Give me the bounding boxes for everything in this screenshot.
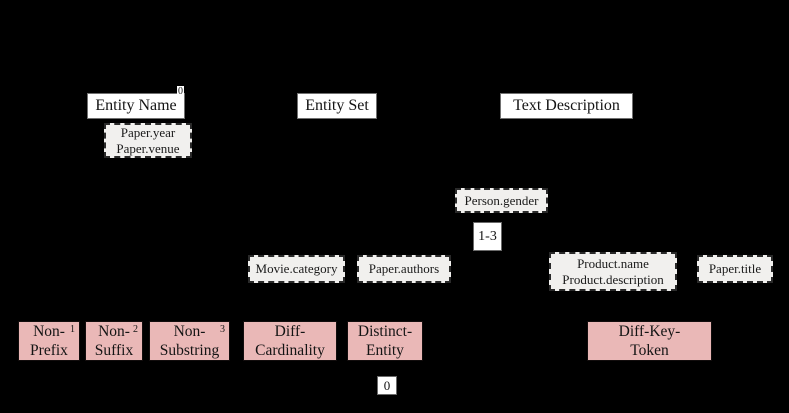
node-entity-name-superscript: 0	[177, 86, 184, 97]
category-superscript: 1	[70, 324, 75, 335]
example-product-name-description: Product.name Product.description	[549, 252, 677, 291]
node-range-1-3: 1-3	[473, 222, 502, 251]
category-line: Entity	[366, 342, 404, 359]
example-paper-authors: Paper.authors	[357, 255, 451, 283]
example-line: Paper.authors	[368, 261, 440, 277]
example-movie-category: Movie.category	[248, 255, 345, 283]
category-non-suffix: Non- Suffix 2	[85, 321, 143, 361]
example-paper-year-venue: Paper.year Paper.venue	[104, 123, 192, 158]
node-entity-name: Entity Name 0	[87, 86, 185, 119]
example-line: Product.name	[577, 256, 649, 271]
category-line: Non-	[33, 323, 65, 340]
category-non-substring: Non- Substring 3	[149, 321, 230, 361]
node-entity-set-label: Entity Set	[305, 97, 369, 114]
category-line: Suffix	[94, 342, 134, 359]
category-diff-key-token: Diff-Key- Token	[587, 321, 712, 361]
node-text-description-label: Text Description	[513, 97, 620, 114]
node-range-1-3-label: 1-3	[478, 228, 497, 244]
node-text-description: Text Description	[500, 93, 633, 119]
example-line: Product.description	[562, 271, 664, 287]
example-line: Paper.title	[708, 261, 762, 277]
category-line: Non-	[173, 323, 206, 340]
node-zero: 0	[377, 376, 397, 395]
category-superscript: 3	[220, 324, 225, 335]
node-entity-name-label: Entity Name	[95, 97, 177, 114]
category-line: Token	[630, 342, 669, 359]
category-diff-cardinality: Diff- Cardinality	[243, 321, 337, 361]
example-line: Paper.year	[120, 125, 176, 140]
category-line: Substring	[159, 342, 220, 359]
example-line: Paper.venue	[116, 140, 180, 156]
example-line: Movie.category	[255, 261, 338, 277]
node-entity-set: Entity Set	[297, 93, 377, 119]
category-line: Cardinality	[255, 342, 325, 359]
example-line: Person.gender	[464, 192, 539, 208]
category-line: Diff-	[274, 323, 306, 340]
node-zero-label: 0	[383, 377, 391, 393]
category-line: Non-	[98, 323, 130, 340]
category-superscript: 2	[133, 324, 138, 335]
category-line: Prefix	[30, 342, 68, 359]
category-non-prefix: Non- Prefix 1	[18, 321, 80, 361]
example-person-gender: Person.gender	[455, 188, 548, 213]
category-line: Distinct-	[357, 323, 413, 340]
category-distinct-entity: Distinct- Entity	[347, 321, 423, 361]
category-line: Diff-Key-	[618, 323, 681, 340]
example-paper-title: Paper.title	[697, 255, 773, 283]
